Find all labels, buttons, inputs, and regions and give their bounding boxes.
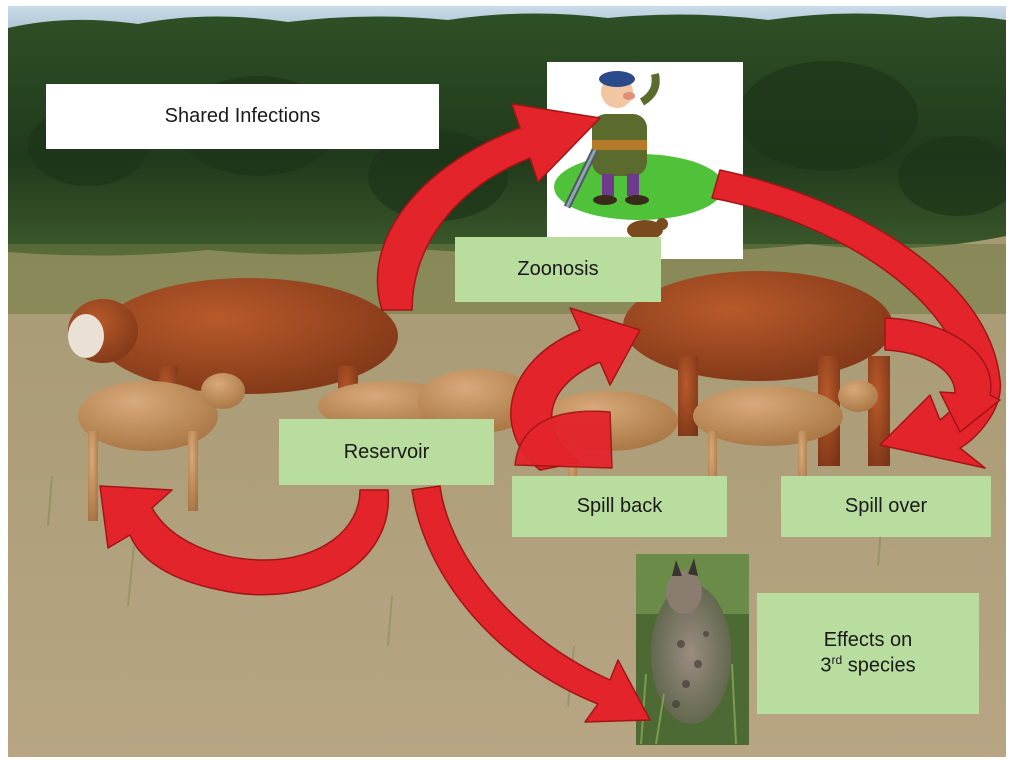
arrow-hunter-to-spillover	[711, 169, 1002, 469]
diagram-title: Shared Infections	[46, 84, 439, 149]
zoonosis-label: Zoonosis	[455, 237, 661, 302]
reservoir-label: Reservoir	[279, 419, 494, 485]
effects-line1: Effects on	[823, 629, 913, 652]
spill-over-label: Spill over	[781, 476, 991, 537]
effects-number: 3	[820, 654, 832, 677]
effects-line2: 3rd species	[820, 653, 915, 679]
arrow-spillover	[884, 317, 1001, 433]
arrow-zoonosis	[376, 103, 601, 311]
zoonosis-label-text: Zoonosis	[517, 258, 599, 280]
arrow-reservoir-to-deer	[99, 485, 390, 596]
spill-back-label-text: Spill back	[576, 495, 663, 517]
arrow-reservoir-to-lynx	[411, 485, 651, 723]
effects-word: species	[847, 654, 916, 677]
lynx-icon	[636, 554, 749, 745]
effects-third-species-label: Effects on 3rd species	[757, 593, 979, 714]
reservoir-label-text: Reservoir	[343, 440, 430, 463]
diagram-title-text: Shared Infections	[164, 105, 321, 127]
spill-back-label: Spill back	[512, 476, 727, 537]
spill-over-label-text: Spill over	[844, 495, 928, 517]
hunter-icon	[547, 62, 743, 259]
effects-superscript: rd	[831, 653, 843, 668]
arrow-spillback-bottom	[514, 410, 613, 469]
